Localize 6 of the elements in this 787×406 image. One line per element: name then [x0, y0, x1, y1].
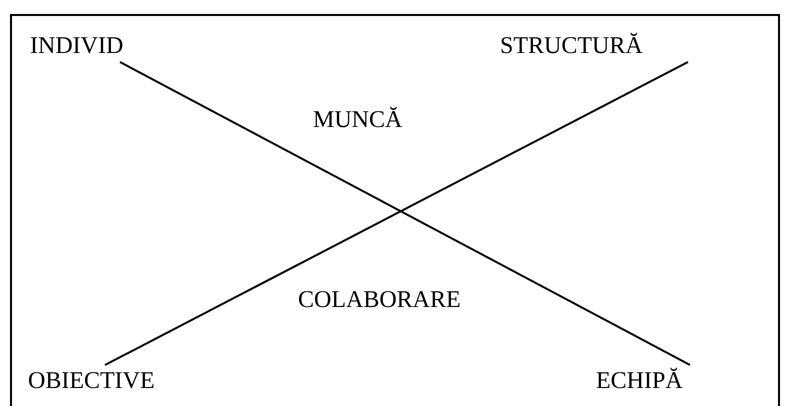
term-label: INDIVID	[30, 30, 140, 62]
term-label: STRUCTURĂ	[500, 30, 695, 62]
term-label: MUNCĂ	[313, 104, 433, 136]
term-label: COLABORARE	[298, 284, 488, 316]
term-label: ECHIPĂ	[596, 365, 716, 397]
term-label: OBIECTIVE	[28, 365, 188, 397]
